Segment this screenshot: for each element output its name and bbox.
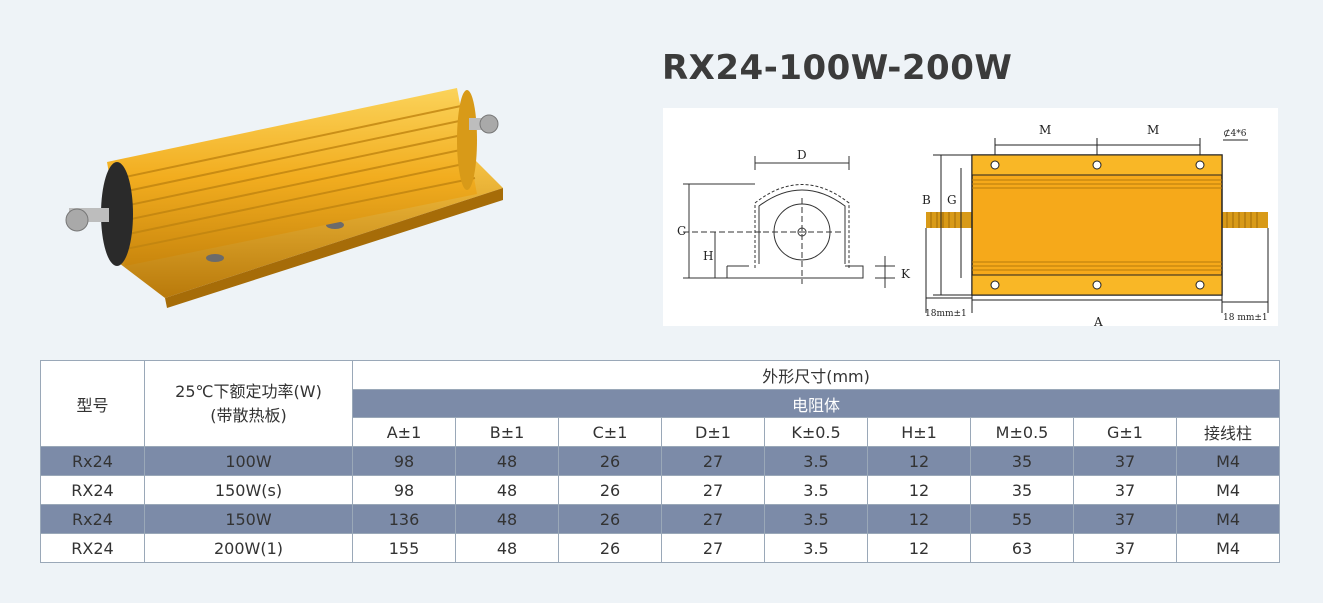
col-g: G±1 bbox=[1073, 417, 1177, 447]
cell: 26 bbox=[558, 504, 662, 534]
cell: 26 bbox=[558, 475, 662, 505]
cell: 37 bbox=[1073, 475, 1177, 505]
cell: 27 bbox=[661, 504, 765, 534]
table-row: Rx24 100W 98 48 26 27 3.5 12 35 37 M4 bbox=[40, 446, 1281, 476]
cell: 55 bbox=[970, 504, 1074, 534]
cell: 37 bbox=[1073, 533, 1177, 563]
cell-model: Rx24 bbox=[40, 504, 145, 534]
cell-model: Rx24 bbox=[40, 446, 145, 476]
cell-model: RX24 bbox=[40, 533, 145, 563]
header-body: 电阻体 bbox=[351, 389, 1281, 418]
label-m1: M bbox=[1039, 123, 1051, 137]
header-dims: 外形尺寸(mm) bbox=[351, 360, 1281, 390]
cell: 3.5 bbox=[764, 446, 868, 476]
label-lead-left: 18mm±1 bbox=[925, 309, 967, 319]
label-h: H bbox=[703, 249, 713, 263]
label-hole: ⊄4*6 bbox=[1223, 129, 1247, 139]
label-g: G bbox=[947, 193, 957, 207]
cell: 63 bbox=[970, 533, 1074, 563]
cell-power: 150W(s) bbox=[144, 475, 353, 505]
cell: 3.5 bbox=[764, 475, 868, 505]
cell: 48 bbox=[455, 533, 559, 563]
spec-table: 型号 25℃下额定功率(W) (带散热板) 外形尺寸(mm) 电阻体 A±1 B… bbox=[40, 360, 1281, 563]
cell: 98 bbox=[352, 446, 456, 476]
table-row: RX24 200W(1) 155 48 26 27 3.5 12 63 37 M… bbox=[40, 533, 1281, 563]
col-h: H±1 bbox=[867, 417, 971, 447]
cell: M4 bbox=[1175, 504, 1281, 534]
col-k: K±0.5 bbox=[764, 417, 868, 447]
header-power-line2: (带散热板) bbox=[210, 405, 287, 425]
label-m2: M bbox=[1147, 123, 1159, 137]
label-a: A bbox=[1093, 315, 1103, 326]
cell: 136 bbox=[352, 504, 456, 534]
dimension-diagram: D C H K bbox=[663, 108, 1278, 326]
label-c: C bbox=[677, 224, 686, 238]
cell: 155 bbox=[352, 533, 456, 563]
col-c: C±1 bbox=[558, 417, 662, 447]
cell: 26 bbox=[558, 446, 662, 476]
cell: 48 bbox=[455, 446, 559, 476]
cell: M4 bbox=[1175, 475, 1281, 505]
cell: 37 bbox=[1073, 504, 1177, 534]
header-power-line1: 25℃下额定功率(W) bbox=[175, 381, 322, 401]
col-terminal: 接线柱 bbox=[1175, 417, 1281, 447]
header-power: 25℃下额定功率(W) (带散热板) bbox=[144, 360, 353, 447]
label-d: D bbox=[797, 148, 807, 162]
cell: M4 bbox=[1175, 533, 1281, 563]
header-model: 型号 bbox=[40, 360, 145, 447]
cell-power: 150W bbox=[144, 504, 353, 534]
col-a: A±1 bbox=[352, 417, 456, 447]
col-b: B±1 bbox=[455, 417, 559, 447]
cell: 12 bbox=[867, 446, 971, 476]
cell-power: 100W bbox=[144, 446, 353, 476]
cell: 35 bbox=[970, 475, 1074, 505]
cell: 3.5 bbox=[764, 533, 868, 563]
product-title: RX24-100W-200W bbox=[662, 48, 1013, 88]
cell: 12 bbox=[867, 504, 971, 534]
cell-model: RX24 bbox=[40, 475, 145, 505]
cell: 3.5 bbox=[764, 504, 868, 534]
cell: 35 bbox=[970, 446, 1074, 476]
cell: 48 bbox=[455, 475, 559, 505]
cell: 27 bbox=[661, 446, 765, 476]
col-d: D±1 bbox=[661, 417, 765, 447]
cell: 98 bbox=[352, 475, 456, 505]
cell: 27 bbox=[661, 475, 765, 505]
cell: 37 bbox=[1073, 446, 1177, 476]
label-b: B bbox=[922, 193, 931, 207]
label-lead-right: 18 mm±1 bbox=[1223, 313, 1268, 323]
table-row: Rx24 150W 136 48 26 27 3.5 12 55 37 M4 bbox=[40, 504, 1281, 534]
table-row: RX24 150W(s) 98 48 26 27 3.5 12 35 37 M4 bbox=[40, 475, 1281, 505]
cell: 27 bbox=[661, 533, 765, 563]
cell: 12 bbox=[867, 533, 971, 563]
col-m: M±0.5 bbox=[970, 417, 1074, 447]
cell: 12 bbox=[867, 475, 971, 505]
cell: 26 bbox=[558, 533, 662, 563]
cell: M4 bbox=[1175, 446, 1281, 476]
cell-power: 200W(1) bbox=[144, 533, 353, 563]
product-photo bbox=[65, 88, 503, 308]
cell: 48 bbox=[455, 504, 559, 534]
label-k: K bbox=[901, 267, 911, 281]
